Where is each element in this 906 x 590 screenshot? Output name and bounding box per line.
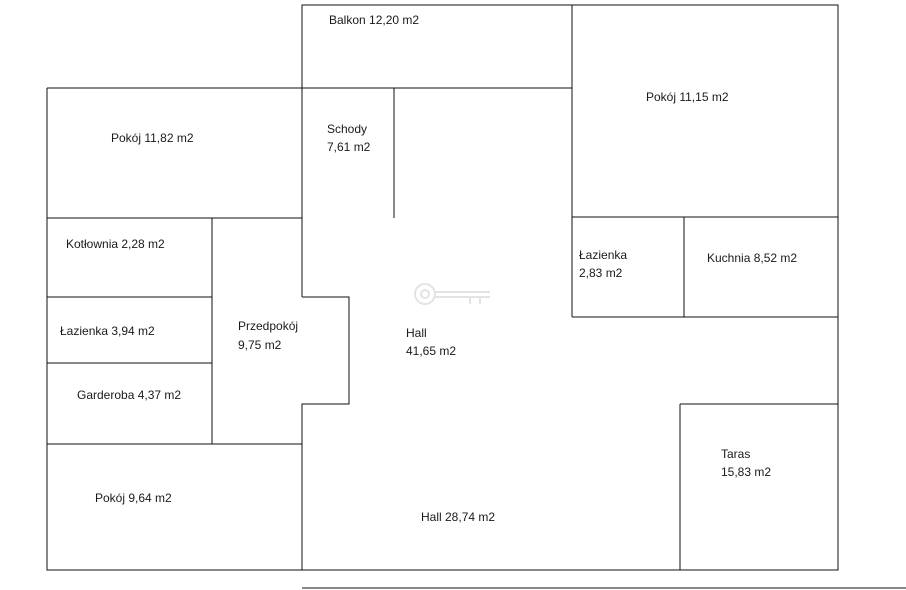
walls bbox=[46, 4, 906, 589]
label-przedpokoj-name: Przedpokój bbox=[238, 319, 298, 333]
label-pokoj-top-left: Pokój 11,82 m2 bbox=[111, 131, 194, 145]
label-taras-area: 15,83 m2 bbox=[721, 465, 771, 479]
label-kuchnia: Kuchnia 8,52 m2 bbox=[707, 251, 797, 265]
label-lazienka-right-area: 2,83 m2 bbox=[579, 266, 623, 280]
label-garderoba: Garderoba 4,37 m2 bbox=[77, 388, 181, 402]
key-icon bbox=[414, 283, 490, 305]
label-hall-bottom: Hall 28,74 m2 bbox=[421, 510, 495, 524]
label-balkon: Balkon 12,20 m2 bbox=[329, 13, 419, 27]
label-hall-center-name: Hall bbox=[406, 326, 427, 340]
label-hall-center-area: 41,65 m2 bbox=[406, 344, 456, 358]
label-przedpokoj-area: 9,75 m2 bbox=[238, 338, 282, 352]
wall-przedpokoj-bump bbox=[301, 296, 350, 570]
label-pokoj-bottom-left: Pokój 9,64 m2 bbox=[95, 491, 172, 505]
label-schody-area: 7,61 m2 bbox=[327, 140, 371, 154]
label-pokoj-top-right: Pokój 11,15 m2 bbox=[646, 90, 729, 104]
label-lazienka-left: Łazienka 3,94 m2 bbox=[60, 324, 155, 338]
label-lazienka-right-name: Łazienka bbox=[579, 248, 627, 262]
label-kotlownia: Kotłownia 2,28 m2 bbox=[66, 237, 165, 251]
label-schody-name: Schody bbox=[327, 122, 367, 136]
label-taras-name: Taras bbox=[721, 447, 750, 461]
room-labels: Balkon 12,20 m2 Pokój 11,15 m2 Pokój 11,… bbox=[60, 13, 797, 524]
